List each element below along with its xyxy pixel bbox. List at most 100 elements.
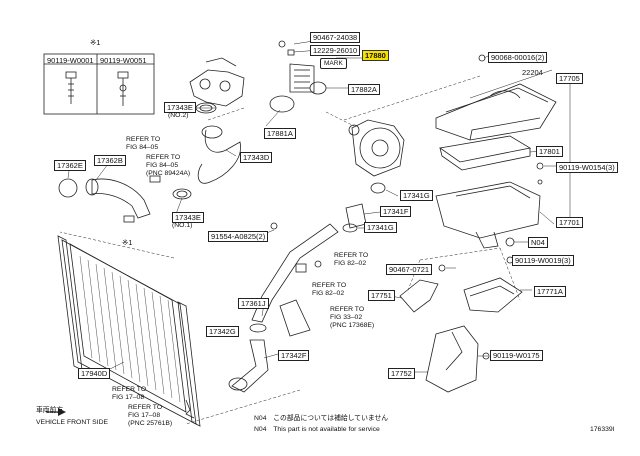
clamp-17341G-upper (370, 182, 386, 194)
refer-fig-84-05-a-line1[interactable]: REFER TO (126, 136, 161, 143)
part-90068-00016[interactable]: 90068-00016(2) (488, 52, 548, 63)
refer-fig-17-08-a-line2[interactable]: FIG 17–08 (112, 394, 145, 401)
bolt-91554 (270, 222, 278, 230)
part-12229-26010[interactable]: 12229-26010 (310, 45, 361, 56)
clip-90467 (278, 40, 286, 48)
part-17362E[interactable]: 17362E (54, 160, 86, 171)
part-17341G-lower[interactable]: 17341G (364, 222, 397, 233)
part-90119-W0019[interactable]: 90119-W0019(3) (512, 255, 574, 266)
air-cleaner-cap-part (435, 83, 557, 141)
bolt-bracket (314, 260, 322, 268)
intake-hose-17880-part (289, 63, 315, 93)
air-filter-element-part (438, 135, 532, 171)
clamp-17341G-lower (342, 223, 358, 233)
part-17341F[interactable]: 17341F (380, 206, 412, 217)
hose-clip-front (185, 399, 195, 419)
clip-90068 (478, 54, 486, 62)
clip-small (537, 179, 543, 185)
air-cleaner-case-part (435, 181, 541, 249)
part-17880-highlight[interactable]: 17880 (362, 50, 389, 61)
refer-fig-82-02-a-line1[interactable]: REFER TO (334, 252, 369, 259)
refer-fig-33-02-line1[interactable]: REFER TO (330, 306, 365, 313)
exhaust-manifold-part (189, 57, 245, 107)
bolt-12229 (287, 49, 295, 56)
part-17342G[interactable]: 17342G (206, 326, 239, 337)
part-90467-0721[interactable]: 90467-0721 (386, 264, 433, 275)
intercooler-pipe-17362B-part (91, 178, 151, 219)
part-17343D[interactable]: 17343D (240, 152, 273, 163)
intercooler-pipe-17361J-part (251, 223, 339, 323)
part-17705[interactable]: 17705 (556, 73, 583, 84)
refer-fig-33-02-line3[interactable]: (PNC 17368E) (330, 322, 375, 329)
refer-fig-17-08-b-line3[interactable]: (PNC 25761B) (128, 420, 173, 427)
refer-fig-84-05-b-line2[interactable]: FIG 84–05 (146, 162, 179, 169)
hose-17343D-part (197, 129, 241, 184)
clamp-17362E (58, 178, 78, 198)
vehicle-front-arrow-icon (58, 408, 66, 416)
part-91554-A0825[interactable]: 91554-A0825(2) (208, 231, 269, 242)
footnote-mark: ※1 (90, 38, 101, 47)
refer-fig-84-05-b-line3[interactable]: (PNC 89424A) (146, 170, 191, 177)
refer-fig-84-05-a-line2[interactable]: FIG 84–05 (126, 144, 159, 151)
refer-fig-82-02-b-line1[interactable]: REFER TO (312, 282, 347, 289)
fastener-col-1: 90119-W0001 (47, 56, 94, 65)
part-17361J[interactable]: 17361J (238, 298, 269, 309)
note-no2: (NO.2) (168, 112, 189, 119)
part-17771A[interactable]: 17771A (534, 286, 566, 297)
fastener-table-frame (43, 53, 155, 115)
refer-fig-17-08-b-line1[interactable]: REFER TO (128, 404, 163, 411)
refer-fig-82-02-b-line2[interactable]: FIG 82–02 (312, 290, 345, 297)
note-no1: (NO.1) (172, 222, 193, 229)
air-inlet-17752-part (425, 325, 479, 393)
fastener-col-2: 90119-W0051 (100, 56, 147, 65)
hose-17342F-part (231, 339, 269, 393)
bolt-icon-left (65, 71, 77, 104)
hose-clamp-17343E-lower (172, 188, 192, 200)
refer-fig-84-05-b-line1[interactable]: REFER TO (146, 154, 181, 161)
vehicle-front-en: VEHICLE FRONT SIDE (36, 419, 109, 426)
part-90119-W0175[interactable]: 90119-W0175 (490, 350, 543, 361)
figure-number: 176339I (590, 426, 615, 433)
part-17751[interactable]: 17751 (368, 290, 395, 301)
part-N04[interactable]: N04 (528, 237, 548, 248)
bolt-small (123, 215, 135, 223)
refer-fig-33-02-line2[interactable]: FIG 33–02 (330, 314, 363, 321)
refer-fig-17-08-a-line1[interactable]: REFER TO (112, 386, 147, 393)
part-22204[interactable]: 22204 (522, 68, 543, 77)
part-90119-W0154[interactable]: 90119-W0154(3) (556, 162, 618, 173)
part-17940D[interactable]: 17940D (78, 368, 111, 379)
part-17801[interactable]: 17801 (536, 146, 563, 157)
bracket-17771A-part (463, 277, 523, 313)
part-17362B[interactable]: 17362B (94, 155, 126, 166)
bracket-upper (295, 263, 307, 273)
clamp-17342G (249, 323, 267, 333)
clamp-17881A (269, 95, 295, 113)
part-17701[interactable]: 17701 (556, 217, 583, 228)
turbocharger-part (348, 119, 405, 177)
bolt-90119-W0154-upper (536, 162, 544, 170)
mark-tag: MARK (320, 58, 347, 69)
refer-fig-82-02-a-line2[interactable]: FIG 82–02 (334, 260, 367, 267)
vehicle-front-jp: 車両前方 (36, 407, 64, 414)
refer-fig-17-08-b-line2[interactable]: FIG 17–08 (128, 412, 161, 419)
part-17752[interactable]: 17752 (388, 368, 415, 379)
bolt-icon-right (117, 71, 129, 106)
footnote-mark-2: ※1 (122, 238, 133, 247)
note-n04-en: N04 This part is not available for servi… (254, 426, 380, 433)
part-17343E-no1[interactable]: 17343E (172, 212, 204, 223)
part-17882A[interactable]: 17882A (348, 84, 380, 95)
part-17343E-no2[interactable]: 17343E (164, 102, 196, 113)
clip-90467-0721 (438, 264, 446, 272)
grommet-N04 (505, 237, 515, 247)
part-17341G-upper[interactable]: 17341G (400, 190, 433, 201)
bracket-lower (279, 299, 311, 337)
clamp-17882A (309, 81, 327, 95)
part-17342F[interactable]: 17342F (278, 350, 310, 361)
part-17881A[interactable]: 17881A (264, 128, 296, 139)
duct-17751-part (399, 279, 439, 313)
sensor-plug (149, 175, 161, 183)
note-n04-jp: N04 この部品については補給していません (254, 415, 389, 422)
part-90467-24038[interactable]: 90467-24038 (310, 32, 361, 43)
